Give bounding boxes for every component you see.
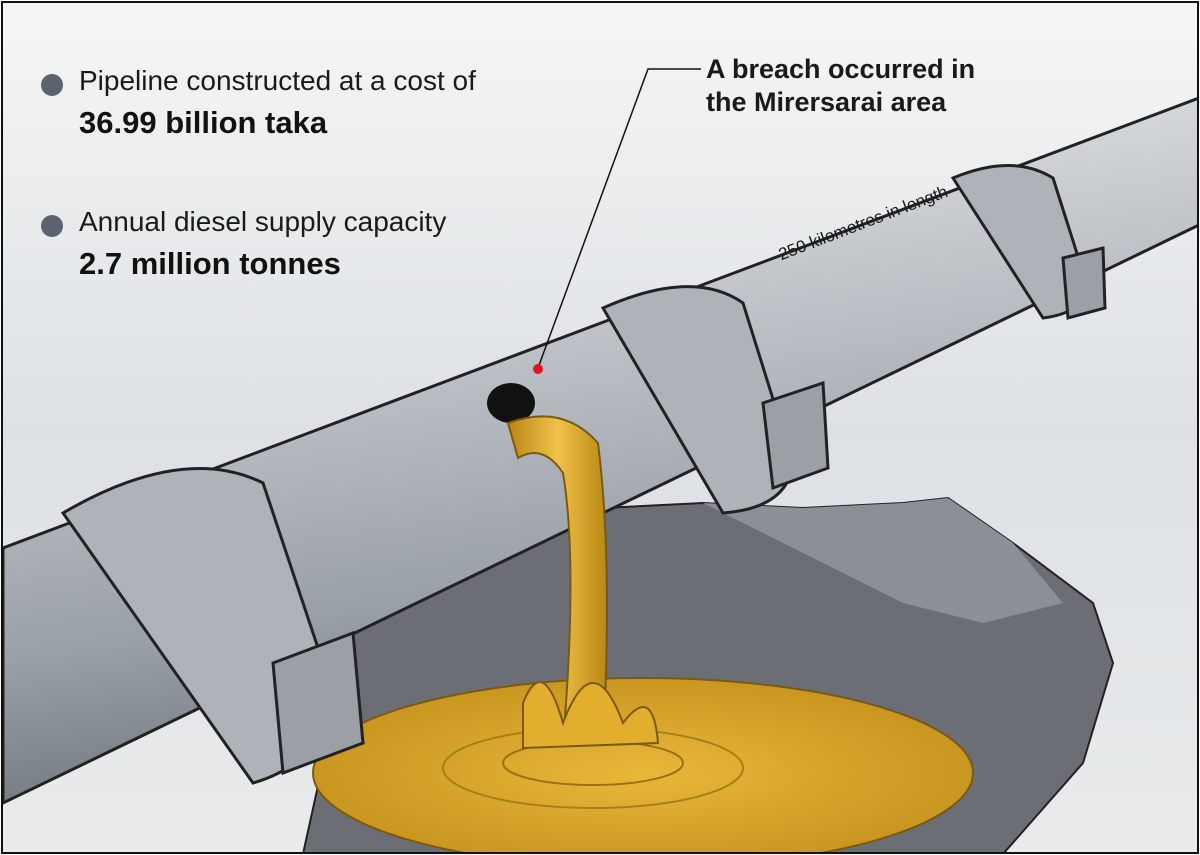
callout-leader-line — [537, 68, 701, 369]
pipe-supports — [271, 246, 1107, 776]
fact-label: Annual diesel supply capacity — [79, 206, 447, 237]
fact-value: 36.99 billion taka — [79, 105, 328, 140]
fact-label: Pipeline constructed at a cost of — [79, 65, 476, 96]
bullet-icon — [41, 74, 63, 96]
bullet-icon — [41, 215, 63, 237]
breach-hole — [487, 383, 535, 423]
callout-line-1: A breach occurred in — [706, 54, 976, 84]
pipe-collars — [60, 164, 1090, 785]
callout-line-2: the Mirersarai area — [706, 87, 947, 117]
breach-marker — [533, 364, 543, 374]
fact-value: 2.7 million tonnes — [79, 246, 341, 281]
breach-callout: A breach occurred in the Mirersarai area — [706, 53, 1026, 119]
pit-wall-light — [703, 498, 1063, 623]
oil-pool — [312, 677, 974, 852]
pipeline-illustration — [3, 3, 1197, 852]
